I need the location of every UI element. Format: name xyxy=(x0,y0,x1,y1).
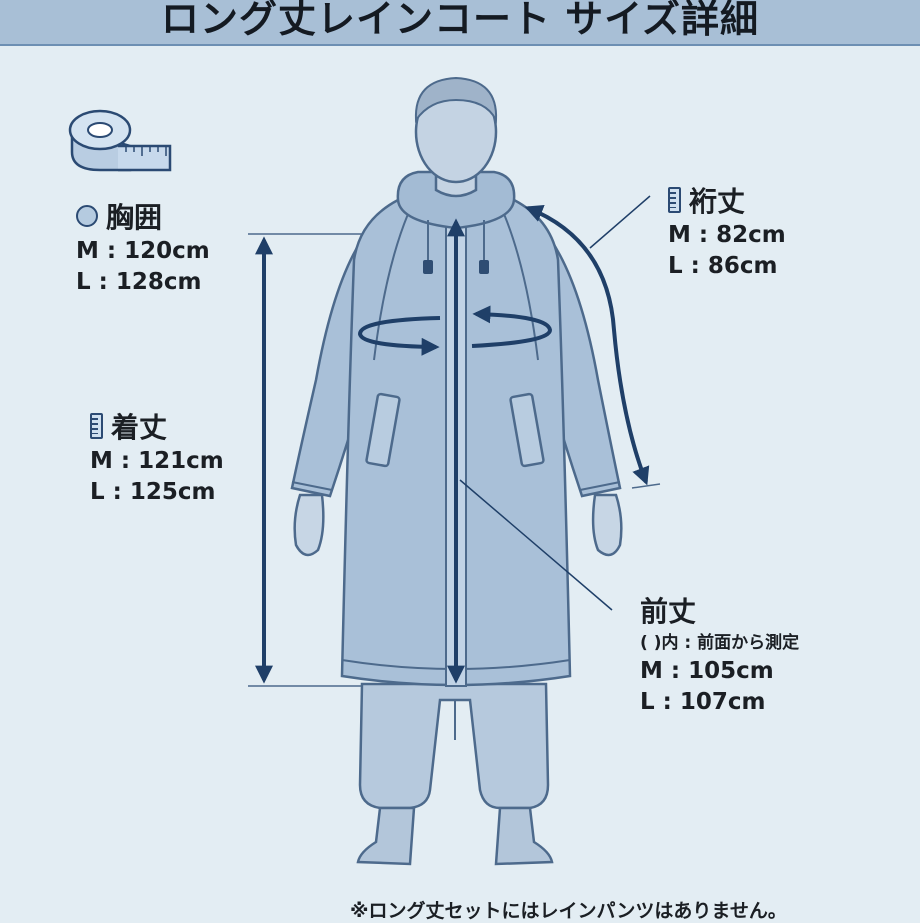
front-length-m-value: M : 105cm xyxy=(640,658,774,684)
sleeve-label: 裄丈 M : 82cm L : 86cm xyxy=(668,180,786,282)
front-length-label: 前丈 ( )内 : 前面から測定 M : 105cm L : 107cm xyxy=(640,590,799,718)
front-length-title: 前丈 xyxy=(640,595,697,628)
front-length-leader xyxy=(459,479,613,611)
sleeve-m-value: M : 82cm xyxy=(668,222,786,248)
rain-pants xyxy=(358,682,550,810)
figure-head xyxy=(414,76,498,198)
front-length-l-value: L : 107cm xyxy=(640,689,766,715)
sleeve-l-value: L : 86cm xyxy=(668,253,778,279)
ruler-icon xyxy=(668,187,681,213)
chest-l-value: L : 128cm xyxy=(76,269,202,295)
title-bar: ロング丈レインコート サイズ詳細 xyxy=(0,0,920,46)
rain-boots xyxy=(356,806,554,866)
length-l-value: L : 125cm xyxy=(90,479,216,505)
sleeve-length-arrow xyxy=(524,204,650,486)
coat-hood xyxy=(396,170,516,274)
ruler-icon xyxy=(90,413,103,439)
chest-m-value: M : 120cm xyxy=(76,238,210,264)
tape-measure-icon xyxy=(68,109,172,172)
front-length-note: ( )内 : 前面から測定 xyxy=(640,633,800,653)
hands xyxy=(293,493,623,557)
length-m-value: M : 121cm xyxy=(90,448,224,474)
sleeve-title: 裄丈 xyxy=(689,185,746,218)
length-title: 着丈 xyxy=(111,411,168,444)
chest-title: 胸囲 xyxy=(106,201,163,234)
chest-label: 胸囲 M : 120cm L : 128cm xyxy=(76,196,210,298)
footnote: ※ロング丈セットにはレインパンツはありません。 xyxy=(350,900,787,922)
circle-icon xyxy=(76,205,98,227)
page-title: ロング丈レインコート サイズ詳細 xyxy=(160,0,760,41)
length-label: 着丈 M : 121cm L : 125cm xyxy=(90,406,224,508)
sleeve-length-leader xyxy=(589,195,651,249)
